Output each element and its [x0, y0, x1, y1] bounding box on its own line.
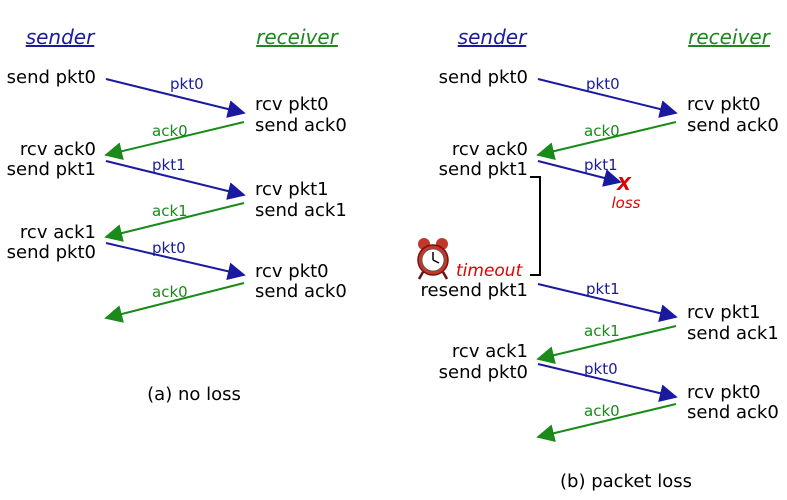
pkt-arrow: [105, 160, 246, 200]
receiver-event-label: send ack1: [255, 200, 347, 221]
ack-arrow-label: ack0: [152, 122, 188, 140]
sender-event-label: rcv ack1: [20, 222, 96, 243]
sender-event-label: send pkt0: [7, 242, 96, 263]
receiver-event-label: rcv pkt0: [687, 94, 761, 115]
sender-event-label: send pkt1: [7, 159, 96, 180]
sender-event-label: send pkt0: [439, 67, 528, 88]
sender-header: sender: [458, 25, 528, 49]
receiver-header: receiver: [688, 25, 772, 49]
receiver-event-label: send ack0: [255, 281, 347, 302]
pkt-arrow: [537, 78, 678, 118]
pkt-arrow: [105, 78, 246, 118]
caption-no-loss: (a) no loss: [147, 384, 241, 405]
diagram-no-loss: sender receiver send pkt0 rcv ack0 send …: [7, 25, 347, 405]
receiver-event-label: send ack0: [687, 402, 779, 423]
pkt-arrow: [105, 242, 246, 281]
sender-event-label: rcv ack0: [452, 139, 528, 160]
pkt-arrow-label: pkt0: [170, 75, 204, 93]
receiver-event-label: send ack0: [255, 115, 347, 136]
timeout-bracket: [530, 176, 541, 276]
ack-arrow-label: ack1: [584, 322, 620, 340]
ack-arrow: [536, 121, 677, 160]
sender-event-label: send pkt0: [7, 67, 96, 88]
caption-packet-loss: (b) packet loss: [560, 471, 692, 492]
ack-arrow-label: ack0: [584, 122, 620, 140]
timeout-label: timeout: [456, 261, 524, 281]
receiver-event-label: send ack0: [687, 115, 779, 136]
lost-pkt-arrow: [537, 160, 622, 187]
ack-arrow: [104, 202, 245, 242]
ack-arrow: [104, 282, 245, 323]
receiver-event-label: rcv pkt0: [255, 94, 329, 115]
sender-event-label: rcv ack1: [452, 341, 528, 362]
receiver-event-label: rcv pkt0: [255, 261, 329, 282]
pkt-arrow-label: pkt1: [586, 280, 620, 298]
ack-arrow: [536, 403, 677, 442]
sender-event-label: send pkt0: [439, 362, 528, 383]
sender-event-label: rcv ack0: [20, 139, 96, 160]
loss-x-icon: X: [616, 174, 632, 195]
pkt-arrow-label: pkt0: [584, 360, 618, 378]
pkt-arrow-label: pkt1: [152, 156, 186, 174]
ack-arrow-label: ack0: [152, 283, 188, 301]
ack-arrow-label: ack0: [584, 402, 620, 420]
pkt-arrow: [537, 283, 678, 322]
sender-event-label: send pkt1: [439, 159, 528, 180]
sender-event-label: resend pkt1: [421, 280, 528, 301]
loss-label: loss: [612, 194, 641, 212]
pkt-arrow-label: pkt0: [586, 75, 620, 93]
ack-arrow: [536, 325, 677, 364]
pkt-arrow-label: pkt0: [152, 239, 186, 257]
pkt-arrow: [537, 363, 678, 402]
receiver-event-label: rcv pkt1: [255, 179, 329, 200]
sender-header: sender: [26, 25, 96, 49]
receiver-event-label: rcv pkt0: [687, 382, 761, 403]
alarm-clock-icon: [417, 238, 449, 280]
diagram-packet-loss: sender receiver send pkt0 rcv ack0 send …: [417, 25, 779, 492]
ack-arrow-label: ack1: [152, 202, 188, 220]
pkt-arrow-label: pkt1: [584, 156, 618, 174]
ack-arrow: [104, 121, 245, 160]
receiver-event-label: send ack1: [687, 323, 779, 344]
receiver-event-label: rcv pkt1: [687, 302, 761, 323]
receiver-header: receiver: [256, 25, 340, 49]
